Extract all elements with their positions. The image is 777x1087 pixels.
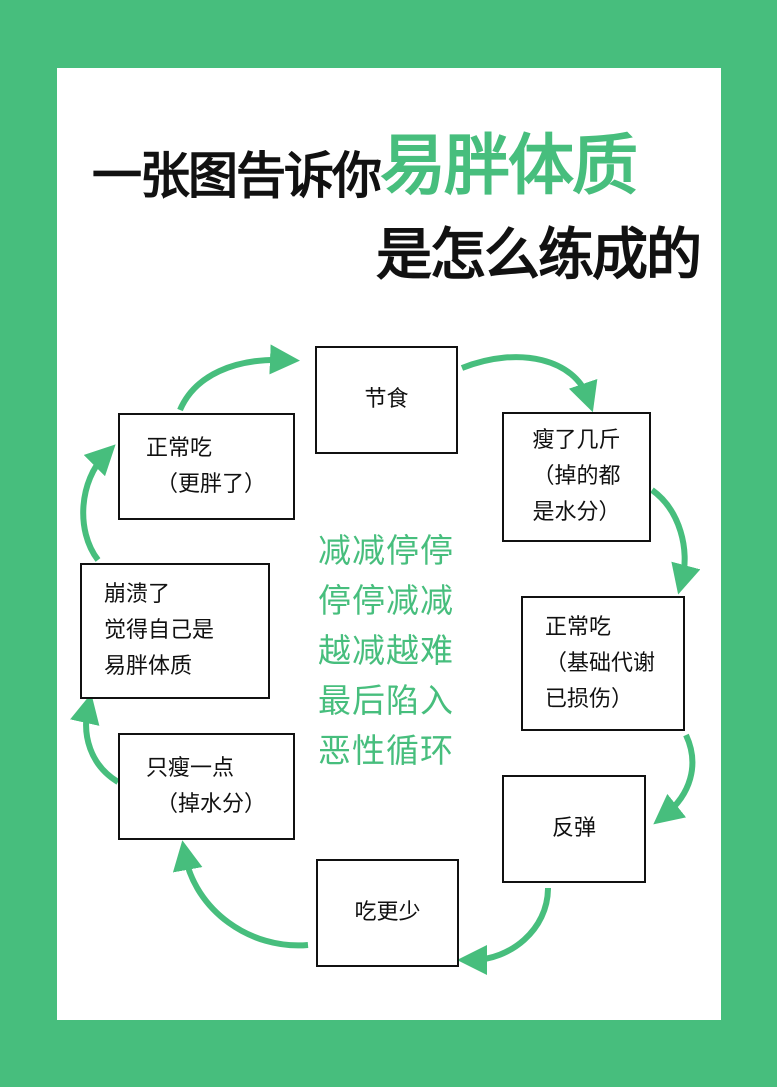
step-lost-weight: 瘦了几斤 （掉的都 是水分） bbox=[502, 412, 651, 542]
step-text: 节食 bbox=[364, 387, 409, 412]
step-text: （更胖了） bbox=[156, 471, 267, 497]
step-text: 反弹 bbox=[551, 816, 596, 841]
step-text: （掉的都 bbox=[532, 464, 621, 489]
summary-line: 减减停停 bbox=[318, 531, 454, 570]
summary-line: 恶性循环 bbox=[318, 731, 454, 770]
arrow-2 bbox=[460, 354, 598, 413]
step-text: 正常吃 bbox=[146, 435, 213, 461]
step-text: （掉水分） bbox=[156, 791, 267, 817]
title-line-2: 是怎么练成的 bbox=[376, 223, 702, 288]
title-prefix: 一张图告诉你 bbox=[92, 147, 382, 205]
step-text: 觉得自己是 bbox=[104, 618, 215, 643]
arrow-6 bbox=[172, 840, 309, 949]
arrow-3 bbox=[650, 487, 701, 595]
step-text: 易胖体质 bbox=[104, 654, 193, 679]
summary-line: 停停减减 bbox=[318, 581, 454, 620]
arrow-1 bbox=[177, 344, 300, 412]
step-text: 已损伤） bbox=[545, 686, 634, 712]
title-highlight: 易胖体质 bbox=[380, 127, 638, 204]
step-eat-normal-fatter: 正常吃 （更胖了） bbox=[118, 413, 295, 520]
step-text: （基础代谢 bbox=[545, 650, 656, 676]
step-diet: 节食 bbox=[315, 346, 458, 454]
center-summary: 减减停停 停停减减 越减越难 最后陷入 恶性循环 bbox=[318, 526, 454, 776]
step-text: 只瘦一点 bbox=[146, 755, 235, 781]
step-text: 瘦了几斤 bbox=[532, 428, 621, 453]
summary-line: 越减越难 bbox=[318, 631, 454, 670]
step-eat-less: 吃更少 bbox=[316, 859, 459, 967]
step-text: 崩溃了 bbox=[104, 582, 171, 607]
step-lost-little: 只瘦一点 （掉水分） bbox=[118, 733, 295, 840]
step-breakdown: 崩溃了 觉得自己是 易胖体质 bbox=[80, 563, 270, 699]
arrow-7 bbox=[70, 693, 120, 785]
step-eat-normal-damaged: 正常吃 （基础代谢 已损伤） bbox=[521, 596, 685, 731]
arrow-4 bbox=[653, 733, 696, 825]
arrow-8 bbox=[80, 444, 116, 562]
step-rebound: 反弹 bbox=[502, 775, 646, 883]
step-text: 正常吃 bbox=[545, 614, 612, 640]
title-line-1: 一张图告诉你易胖体质 bbox=[92, 112, 638, 208]
summary-line: 最后陷入 bbox=[318, 681, 454, 720]
arrow-5 bbox=[457, 887, 551, 975]
step-text: 是水分） bbox=[532, 500, 621, 525]
step-text: 吃更少 bbox=[354, 900, 421, 925]
